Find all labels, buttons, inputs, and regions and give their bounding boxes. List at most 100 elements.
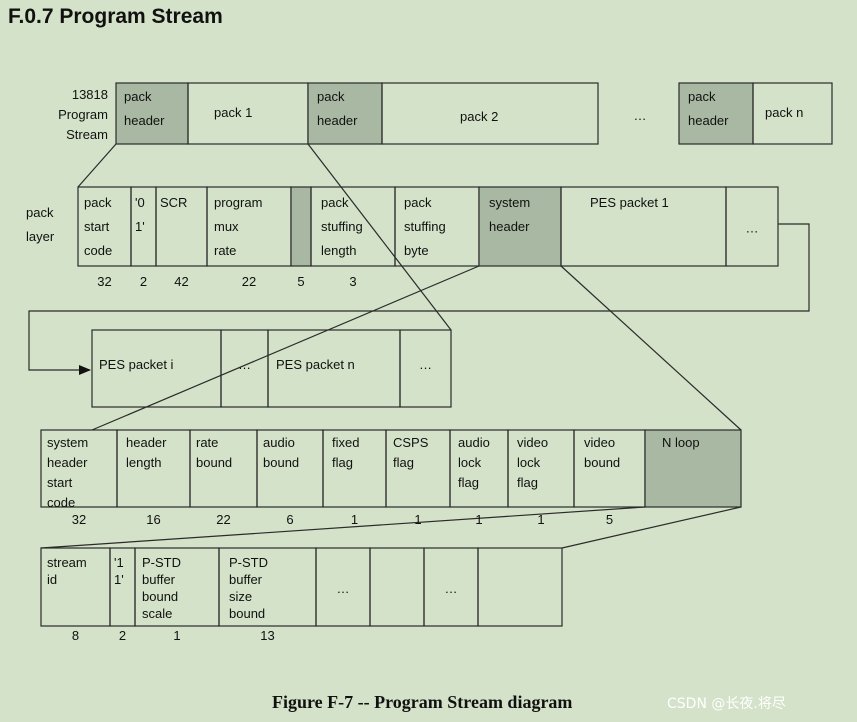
bit-count-5: 5 xyxy=(606,512,613,527)
field-label: stuffing xyxy=(404,219,446,234)
stream-row-cell-blank: … xyxy=(315,547,371,627)
field-label: start xyxy=(84,219,110,234)
stream-row-cell-1-1: '11' xyxy=(109,547,136,627)
field-label: byte xyxy=(404,243,429,258)
pack-layer-cell-pes-packet-1: PES packet 1 xyxy=(560,186,727,267)
pack-layer-cell-pack-stuffing-byte: pack stuffing byte xyxy=(394,186,480,267)
stream-label-line: Stream xyxy=(66,127,108,142)
field-label: video xyxy=(517,435,548,450)
ellipsis: … xyxy=(337,581,350,596)
stream-row-cell-blank xyxy=(369,547,425,627)
bit-count-3: 3 xyxy=(349,274,356,289)
field-label: size xyxy=(229,589,252,604)
bit-count-1: 1 xyxy=(537,512,544,527)
field-label: flag xyxy=(332,455,353,470)
field-label: PES packet 1 xyxy=(590,195,669,210)
field-label: header xyxy=(47,455,88,470)
bit-count-6: 6 xyxy=(286,512,293,527)
field-box xyxy=(399,329,452,408)
system-header-cell-audio-lock-flag: audio lock flag xyxy=(449,429,509,508)
ellipsis: … xyxy=(746,221,759,236)
field-label: scale xyxy=(142,606,172,621)
ellipsis: … xyxy=(445,581,458,596)
field-label: stuffing xyxy=(321,219,363,234)
figure-caption: Figure F-7 -- Program Stream diagram xyxy=(272,692,573,712)
field-label: pack 2 xyxy=(460,109,498,124)
field-label: system xyxy=(489,195,530,210)
bit-count-22: 22 xyxy=(216,512,230,527)
connector-lines xyxy=(28,143,810,549)
field-label: audio xyxy=(263,435,295,450)
field-label: system xyxy=(47,435,88,450)
field-label: lock xyxy=(517,455,541,470)
pes-row-cell-blank: … xyxy=(399,329,452,408)
field-label: audio xyxy=(458,435,490,450)
pack-layer-cell-0-1: '01' xyxy=(130,186,157,267)
stream-label-line: 13818 xyxy=(72,87,108,102)
field-label: pack xyxy=(404,195,432,210)
field-label: SCR xyxy=(160,195,187,210)
program-stream-cell-pack-1: pack 1 xyxy=(187,82,309,145)
system-header-cell-n-loop: N loop xyxy=(644,429,742,508)
field-box xyxy=(290,186,312,267)
pes-row-cell-pes-packet-n: PES packet n xyxy=(267,329,401,408)
bit-count-22: 22 xyxy=(242,274,256,289)
system-header: systemheaderstartcode32headerlength16rat… xyxy=(40,429,742,527)
field-label: code xyxy=(84,243,112,258)
field-box xyxy=(115,82,189,145)
field-label: length xyxy=(321,243,356,258)
pes-row-cell-pes-packet-i: PES packet i xyxy=(91,329,222,408)
continuation-arrow xyxy=(28,223,810,375)
bit-count-5: 5 xyxy=(297,274,304,289)
field-label: mux xyxy=(214,219,239,234)
field-label: N loop xyxy=(662,435,700,450)
field-box xyxy=(369,547,425,627)
field-label: buffer xyxy=(142,572,176,587)
bit-count-1: 1 xyxy=(414,512,421,527)
pack-layer-cell-pack-start-code: pack start code xyxy=(77,186,132,267)
field-box xyxy=(381,82,599,145)
pack-layer-cell-blank: … xyxy=(725,186,779,267)
field-label: lock xyxy=(458,455,482,470)
field-label: flag xyxy=(458,475,479,490)
field-label: header xyxy=(688,113,729,128)
field-label: pack xyxy=(84,195,112,210)
field-label: rate xyxy=(214,243,236,258)
bit-count-8: 8 xyxy=(72,628,79,643)
field-label: flag xyxy=(393,455,414,470)
stream-row: streamid8'11'2P-STDbufferboundscale1P-ST… xyxy=(40,547,563,643)
connector-line xyxy=(561,506,742,549)
field-label: pack xyxy=(321,195,349,210)
pack-layer-label-line: layer xyxy=(26,229,55,244)
pack-layer-cell-scr: SCR xyxy=(155,186,208,267)
field-label: program xyxy=(214,195,262,210)
field-label: 1' xyxy=(114,572,124,587)
field-label: header xyxy=(124,113,165,128)
pack-layer: packstartcode32'01'2SCR42programmuxrate2… xyxy=(77,186,779,289)
field-label: pack xyxy=(688,89,716,104)
field-label: buffer xyxy=(229,572,263,587)
connector-line xyxy=(77,143,117,188)
pack-layer-cell-blank xyxy=(290,186,312,267)
bit-count-1: 1 xyxy=(173,628,180,643)
field-label: id xyxy=(47,572,57,587)
pes-row: PES packet i…PES packet n… xyxy=(91,329,452,408)
field-box xyxy=(307,82,383,145)
field-label: header xyxy=(489,219,530,234)
field-label: '1 xyxy=(114,555,124,570)
field-label: bound xyxy=(584,455,620,470)
field-box xyxy=(725,186,779,267)
pes-row-cell-blank: … xyxy=(220,329,269,408)
field-box xyxy=(478,186,562,267)
